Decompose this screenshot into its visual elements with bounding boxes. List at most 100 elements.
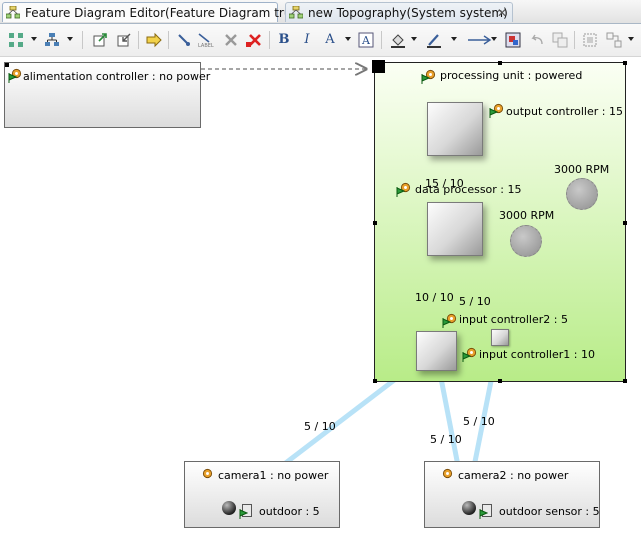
label-icon[interactable]: LABEL — [196, 30, 216, 50]
camera2-node[interactable]: camera2 : no power outdoor sensor : 5 — [424, 461, 600, 528]
camera-lens-icon[interactable] — [462, 501, 476, 515]
camera1-label: camera1 : no power — [218, 469, 329, 482]
gear-icon — [202, 468, 213, 479]
input-controller2-label: input controller2 : 5 — [459, 313, 568, 326]
fan-disc[interactable] — [566, 178, 598, 210]
toolbar-separator — [138, 31, 139, 49]
processing-unit-label: processing unit : powered — [440, 69, 583, 82]
arrange-dropdown-icon[interactable] — [67, 37, 73, 41]
copy-format-icon[interactable] — [550, 30, 570, 50]
delete-from-model-icon[interactable] — [245, 30, 265, 50]
input-controller1-block[interactable] — [416, 331, 457, 371]
selection-handle[interactable] — [373, 221, 377, 225]
flag-icon — [462, 352, 471, 362]
toolbar-separator — [381, 31, 382, 49]
toolbar-separator — [168, 31, 169, 49]
selection-handle[interactable] — [623, 379, 627, 383]
undo-icon[interactable] — [527, 30, 547, 50]
flag-icon — [421, 74, 430, 84]
diagram-canvas[interactable]: alimentation controller : no power proce… — [0, 57, 641, 541]
fan-disc[interactable] — [510, 225, 542, 257]
toolbar-separator — [269, 31, 270, 49]
camera2-sensor-label: outdoor sensor : 5 — [499, 505, 600, 518]
alimentation-controller-label: alimentation controller : no power — [23, 70, 211, 83]
tab-label: new Topography(System system) — [308, 6, 508, 20]
line-color-icon[interactable] — [424, 30, 444, 50]
font-color-button[interactable]: A — [325, 32, 335, 47]
fill-color-icon[interactable] — [388, 30, 408, 50]
toolbar-separator — [82, 31, 83, 49]
camera2-link-label-b: 5 / 10 — [463, 415, 495, 428]
flag-icon — [8, 73, 17, 83]
tab-label: Feature Diagram Editor(Feature Diagram t… — [25, 6, 304, 20]
input-controller2-block[interactable] — [491, 329, 509, 346]
input-controller1-label: input controller1 : 10 — [479, 348, 595, 361]
font-color-dropdown-icon[interactable] — [345, 37, 351, 41]
flag-icon — [396, 187, 405, 197]
select-dropdown-icon[interactable] — [31, 37, 37, 41]
arrange-icon[interactable] — [42, 30, 62, 50]
rpm-label: 3000 RPM — [554, 163, 610, 176]
arrow-right-yellow-icon[interactable] — [144, 30, 164, 50]
export-icon[interactable] — [90, 30, 110, 50]
output-controller-block[interactable] — [427, 102, 483, 156]
gear-icon — [493, 103, 504, 114]
sensor-doc-icon — [242, 504, 252, 517]
selection-handle[interactable] — [372, 60, 385, 73]
camera-lens-icon[interactable] — [222, 501, 236, 515]
flag-icon — [239, 509, 248, 519]
selection-handle[interactable] — [498, 379, 502, 383]
selection-handle[interactable] — [498, 61, 502, 65]
output-controller-label: output controller : 15 — [506, 105, 623, 118]
camera2-label: camera2 : no power — [458, 469, 569, 482]
gear-icon — [425, 69, 436, 80]
camera1-link-label: 5 / 10 — [304, 420, 336, 433]
rpm-label: 3000 RPM — [499, 209, 555, 222]
selection-handle[interactable] — [5, 63, 9, 67]
selection-handle[interactable] — [623, 221, 627, 225]
tab-feature-diagram-editor[interactable]: Feature Diagram Editor(Feature Diagram t… — [2, 2, 304, 22]
import-icon[interactable] — [114, 30, 134, 50]
selection-handle[interactable] — [623, 61, 627, 65]
text-style-icon[interactable]: A — [356, 30, 376, 50]
link-5-label: 5 / 10 — [459, 295, 491, 308]
selection-handle[interactable] — [373, 379, 377, 383]
pin-icon[interactable] — [174, 30, 194, 50]
camera1-sensor-label: outdoor : 5 — [259, 505, 320, 518]
alimentation-controller-node[interactable]: alimentation controller : no power — [4, 62, 210, 128]
link-15-label: 15 / 10 — [425, 177, 464, 190]
flag-icon — [479, 509, 488, 519]
data-processor-block[interactable] — [427, 202, 483, 256]
fill-color-dropdown-icon[interactable] — [411, 37, 417, 41]
feature-diagram-icon — [6, 6, 20, 19]
data-processor-label: data processor : 15 — [415, 183, 522, 196]
gear-icon — [442, 468, 453, 479]
tab-new-topography[interactable]: new Topography(System system) ✕ — [285, 2, 513, 22]
close-icon[interactable]: ✕ — [496, 6, 507, 20]
connector-style-dropdown-icon[interactable] — [491, 37, 497, 41]
line-color-dropdown-icon[interactable] — [451, 37, 457, 41]
diagram-toolbar: LABEL B I A A — [0, 24, 641, 57]
gear-icon — [400, 182, 411, 193]
toolbar-separator — [574, 31, 575, 49]
svg-text:LABEL: LABEL — [198, 43, 214, 48]
camera1-node[interactable]: camera1 : no power outdoor : 5 — [184, 461, 340, 528]
gear-icon — [466, 347, 477, 358]
processing-unit-node[interactable]: processing unit : powered output control… — [372, 60, 627, 383]
zoom-fit-icon[interactable] — [580, 30, 600, 50]
connector-style-icon[interactable] — [466, 30, 494, 50]
image-icon[interactable] — [503, 30, 523, 50]
flag-icon — [489, 108, 498, 118]
svg-text:A: A — [361, 34, 371, 47]
layout-grid-icon[interactable] — [604, 30, 624, 50]
select-all-icon[interactable] — [6, 30, 26, 50]
link-10-label: 10 / 10 — [415, 291, 454, 304]
delete-icon[interactable] — [221, 30, 241, 50]
topography-icon — [289, 6, 303, 19]
layout-dropdown-icon[interactable] — [628, 37, 634, 41]
italic-button[interactable]: I — [304, 32, 310, 47]
bold-button[interactable]: B — [278, 32, 290, 47]
sensor-doc-icon — [482, 504, 492, 517]
flag-icon — [442, 318, 451, 328]
camera2-link-label-a: 5 / 10 — [430, 433, 462, 446]
